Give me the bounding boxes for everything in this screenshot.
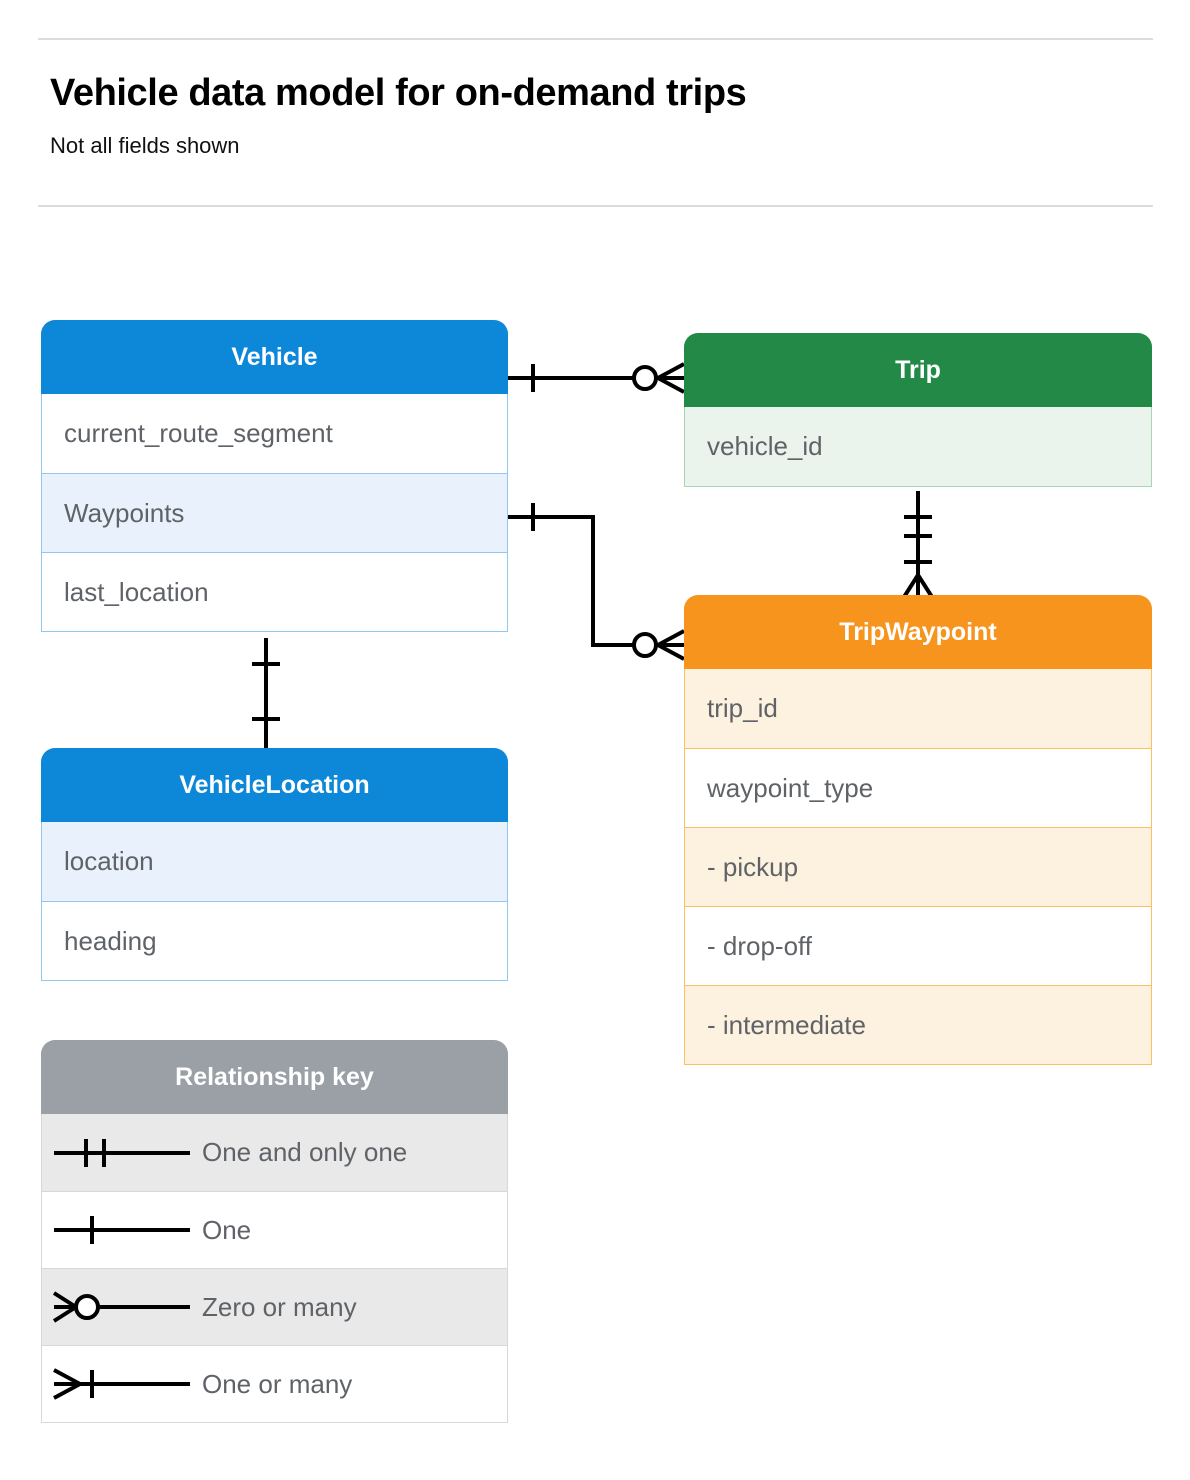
legend-item[interactable]: One and only one: [42, 1114, 507, 1191]
page-title: Vehicle data model for on-demand trips: [50, 72, 747, 114]
entity-vehicle-location-header: VehicleLocation: [41, 748, 508, 822]
field-row[interactable]: heading: [42, 901, 507, 980]
entity-vehicle-location-fields: location heading: [41, 822, 508, 981]
legend-item-label: One or many: [202, 1368, 353, 1399]
field-row[interactable]: location: [42, 822, 507, 901]
field-row[interactable]: - intermediate: [685, 985, 1151, 1064]
header-divider-top: [38, 38, 1153, 40]
legend-item[interactable]: One: [42, 1191, 507, 1268]
one-or-many-icon: [42, 1364, 202, 1404]
entity-vehicle-title: Vehicle: [231, 342, 318, 371]
legend-rows: One and only one One: [41, 1114, 508, 1423]
legend-item-label: Zero or many: [202, 1291, 357, 1322]
field-row[interactable]: - drop-off: [685, 906, 1151, 985]
field-row[interactable]: last_location: [42, 552, 507, 631]
one-and-only-one-icon: [42, 1133, 202, 1173]
field-row[interactable]: Waypoints: [42, 473, 507, 552]
entity-trip-waypoint[interactable]: TripWaypoint trip_id waypoint_type - pic…: [684, 595, 1152, 1065]
zero-or-many-icon: [42, 1287, 202, 1327]
legend-header: Relationship key: [41, 1040, 508, 1114]
page-subtitle: Not all fields shown: [50, 133, 240, 158]
entity-vehicle[interactable]: Vehicle current_route_segment Waypoints …: [41, 320, 508, 632]
entity-vehicle-location-title: VehicleLocation: [179, 770, 370, 799]
field-row[interactable]: vehicle_id: [685, 407, 1151, 486]
entity-trip-header: Trip: [684, 333, 1152, 407]
header-divider-bottom: [38, 205, 1153, 207]
entity-trip-title: Trip: [895, 355, 941, 384]
entity-vehicle-header: Vehicle: [41, 320, 508, 394]
entity-trip-waypoint-fields: trip_id waypoint_type - pickup - drop-of…: [684, 669, 1152, 1065]
entity-trip-waypoint-title: TripWaypoint: [839, 617, 997, 646]
entity-trip-fields: vehicle_id: [684, 407, 1152, 487]
legend-title: Relationship key: [175, 1062, 374, 1091]
field-row[interactable]: - pickup: [685, 827, 1151, 906]
legend-item[interactable]: Zero or many: [42, 1268, 507, 1345]
legend-relationship-key[interactable]: Relationship key One and only one: [41, 1040, 508, 1423]
legend-item-label: One: [202, 1214, 252, 1245]
one-icon: [42, 1210, 202, 1250]
entity-trip-waypoint-header: TripWaypoint: [684, 595, 1152, 669]
field-row[interactable]: trip_id: [685, 669, 1151, 748]
field-row[interactable]: waypoint_type: [685, 748, 1151, 827]
legend-item[interactable]: One or many: [42, 1345, 507, 1422]
field-row[interactable]: current_route_segment: [42, 394, 507, 473]
entity-vehicle-location[interactable]: VehicleLocation location heading: [41, 748, 508, 981]
legend-item-label: One and only one: [202, 1137, 408, 1167]
entity-vehicle-fields: current_route_segment Waypoints last_loc…: [41, 394, 508, 632]
entity-trip[interactable]: Trip vehicle_id: [684, 333, 1152, 487]
